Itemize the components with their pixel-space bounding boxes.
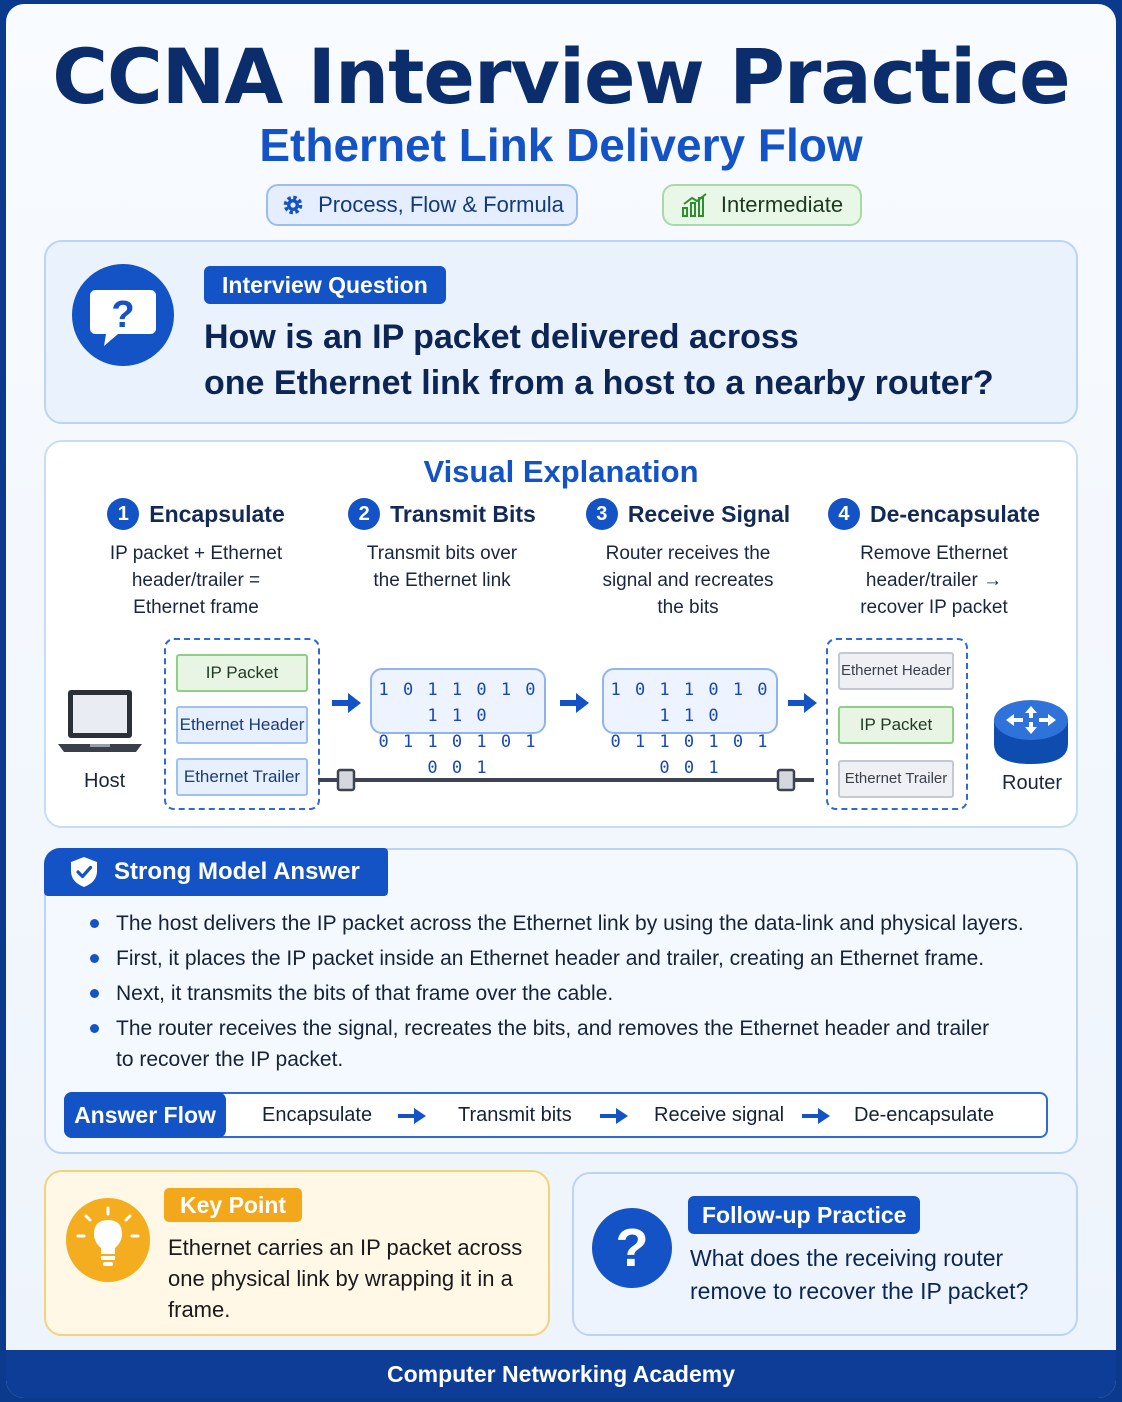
ethernet-cable — [318, 768, 814, 792]
chart-growth-icon — [681, 193, 707, 217]
step-desc-line: IP packet + Ethernet — [109, 543, 283, 564]
step-desc-line: signal and recreates — [602, 570, 774, 591]
sender-ethernet-trailer: Ethernet Trailer — [176, 758, 308, 796]
svg-text:?: ? — [616, 1218, 649, 1278]
answer-badge: Strong Model Answer — [44, 848, 388, 896]
step-description: Transmit bits over the Ethernet link — [322, 540, 562, 594]
arrow-right-icon — [332, 693, 361, 713]
answer-card: Strong Model Answer The host delivers th… — [44, 848, 1078, 1154]
key-point-badge: Key Point — [164, 1188, 303, 1222]
step-desc-line: Router receives the — [605, 543, 771, 564]
question-card: ? Interview Question How is an IP packet… — [44, 240, 1078, 424]
step-desc-line: Remove Ethernet — [860, 543, 1008, 564]
list-item: The host delivers the IP packet across t… — [90, 908, 1050, 939]
arrow-right-icon — [788, 693, 817, 713]
step-number: 4 — [827, 498, 860, 530]
page-subtitle: Ethernet Link Delivery Flow — [259, 119, 863, 171]
page-title: CCNA Interview Practice — [52, 32, 1070, 121]
gear-icon — [283, 195, 303, 215]
key-point-text: Ethernet carries an IP packet across one… — [168, 1235, 523, 1322]
arrow-right-icon — [560, 693, 589, 713]
step-description: Router receives the signal and recreates… — [568, 540, 808, 621]
receiver-frame: Ethernet Header IP Packet Ethernet Trail… — [826, 638, 968, 810]
step-de-encapsulate: 4 De-encapsulate Remove Ethernet header/t… — [814, 498, 1054, 621]
step-encapsulate: 1 Encapsulate IP packet + Ethernet header… — [76, 498, 316, 621]
follow-up-text: What does the receiving router remove to… — [690, 1245, 1029, 1304]
receiver-ip-packet: IP Packet — [838, 706, 954, 744]
visual-title: Visual Explanation — [423, 454, 699, 489]
key-point-card: Key Point Ethernet carries an IP packet … — [44, 1170, 550, 1336]
receiver-ethernet-header: Ethernet Header — [838, 652, 954, 690]
bits-line: 0 1 1 0 1 0 1 0 0 1 — [378, 732, 538, 778]
svg-text:?: ? — [111, 294, 134, 336]
list-item: First, it places the IP packet inside an… — [90, 943, 1050, 974]
step-title: Receive Signal — [627, 500, 791, 527]
step-desc-line: Transmit bits over — [366, 543, 518, 564]
bits-line: 1 0 1 1 0 1 0 1 1 0 — [610, 680, 770, 726]
list-item: Next, it transmits the bits of that fram… — [90, 978, 1050, 1009]
lightbulb-icon — [66, 1198, 150, 1282]
step-desc-line: header/trailer = — [131, 570, 261, 591]
step-desc-line: the Ethernet link — [373, 570, 511, 591]
arrow-right-icon — [802, 1108, 830, 1124]
arrow-right-icon — [600, 1108, 628, 1124]
arrow-right-icon — [398, 1108, 426, 1124]
follow-up-card: ? Follow-up Practice What does the recei… — [572, 1172, 1078, 1336]
step-desc-line: Ethernet frame — [133, 597, 259, 618]
step-number: 1 — [107, 498, 140, 530]
flow-step: Encapsulate — [262, 1104, 373, 1126]
page: CCNA Interview Practice Ethernet Link De… — [6, 4, 1116, 1398]
sender-ip-packet: IP Packet — [176, 654, 308, 692]
step-title: De-encapsulate — [869, 500, 1040, 527]
step-number: 3 — [585, 498, 618, 530]
list-item: The router receives the signal, recreate… — [90, 1013, 1000, 1075]
step-desc-line: recover IP packet — [860, 597, 1008, 618]
visual-explanation-card: Visual Explanation 1 Encapsulate IP packe… — [44, 440, 1078, 828]
step-description: IP packet + Ethernet header/trailer = Et… — [76, 540, 316, 621]
host-label: Host — [84, 770, 126, 792]
step-desc-line: the bits — [657, 597, 719, 618]
receiver-ethernet-trailer: Ethernet Trailer — [838, 760, 954, 798]
bits-line: 0 1 1 0 1 0 1 0 0 1 — [610, 732, 770, 778]
sender-ethernet-header: Ethernet Header — [176, 706, 308, 744]
sender-frame: IP Packet Ethernet Header Ethernet Trail… — [164, 638, 320, 810]
question-line-1: How is an IP packet delivered across — [204, 318, 799, 356]
step-transmit-bits: 2 Transmit Bits Transmit bits over the Et… — [322, 498, 562, 594]
router-label: Router — [1002, 772, 1063, 794]
step-receive-signal: 3 Receive Signal Router receives the sign… — [568, 498, 808, 621]
question-text: How is an IP packet delivered across one… — [204, 314, 1064, 406]
answer-flow: Answer Flow Encapsulate Transmit bits Re… — [64, 1092, 1048, 1138]
question-line-2: one Ethernet link from a host to a nearb… — [204, 364, 994, 402]
speech-bubble-question-icon: ? — [72, 264, 174, 366]
bits-box-receive: 1 0 1 1 0 1 0 1 1 0 0 1 1 0 1 0 1 0 0 1 — [602, 668, 778, 778]
category-pill: Process, Flow & Formula — [266, 184, 578, 226]
laptop-icon — [58, 690, 142, 752]
level-label: Intermediate — [720, 192, 844, 217]
footer: Computer Networking Academy — [6, 1350, 1116, 1398]
answer-badge-label: Strong Model Answer — [114, 858, 360, 885]
shield-check-icon — [71, 857, 97, 887]
step-number: 2 — [348, 498, 381, 530]
category-label: Process, Flow & Formula — [318, 192, 564, 217]
level-pill: Intermediate — [662, 184, 862, 226]
follow-up-badge: Follow-up Practice — [688, 1196, 921, 1234]
flow-step: Transmit bits — [458, 1104, 572, 1126]
step-title: Transmit Bits — [390, 500, 536, 527]
flow-step: De-encapsulate — [854, 1104, 995, 1126]
router-icon — [994, 700, 1068, 764]
flow-step: Receive signal — [654, 1104, 785, 1126]
step-desc-line: header/trailer → — [865, 570, 1003, 591]
question-mark-icon: ? — [592, 1208, 672, 1288]
step-title: Encapsulate — [149, 500, 285, 527]
bits-box-transmit: 1 0 1 1 0 1 0 1 1 0 0 1 1 0 1 0 1 0 0 1 — [370, 668, 546, 778]
question-badge: Interview Question — [204, 266, 446, 304]
answer-bullets: The host delivers the IP packet across t… — [90, 908, 1050, 1079]
step-description: Remove Ethernet header/trailer → recover… — [814, 540, 1054, 621]
answer-flow-badge: Answer Flow — [64, 1092, 226, 1138]
bits-line: 1 0 1 1 0 1 0 1 1 0 — [378, 680, 538, 726]
